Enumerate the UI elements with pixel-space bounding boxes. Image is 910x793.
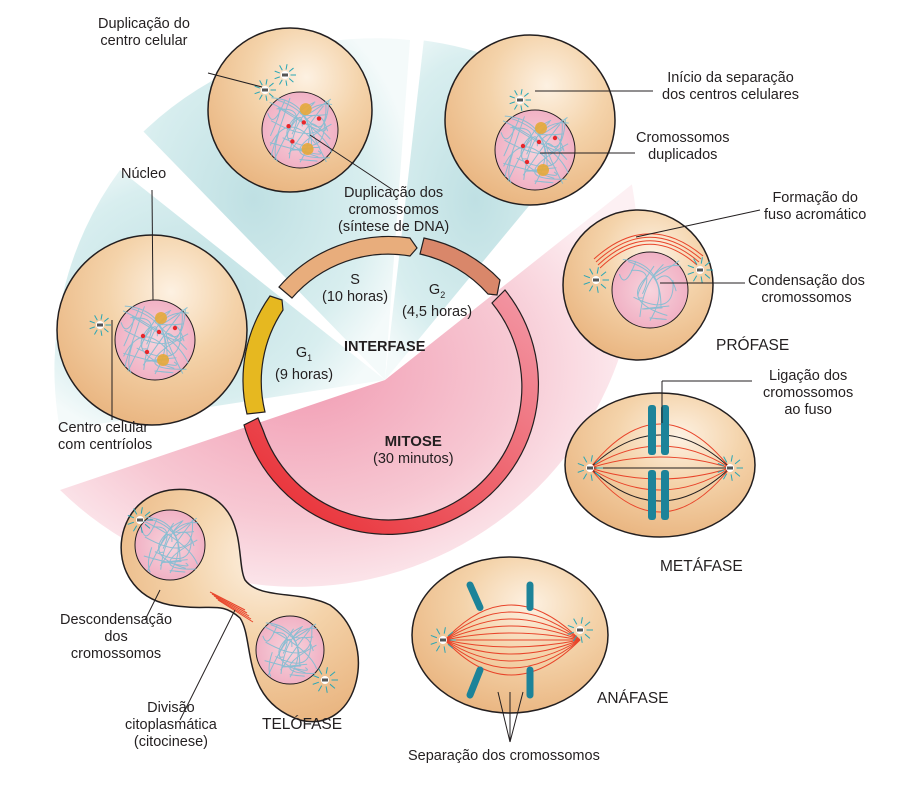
prophase-label: PRÓFASE: [716, 337, 790, 354]
cycle-arc-mitosis: [243, 289, 539, 535]
mitosis-title: MITOSE: [384, 433, 442, 450]
phase-s-duration: (10 horas): [322, 289, 389, 305]
annotation-nucleus: Núcleo: [121, 166, 167, 182]
cell-prophase: [562, 209, 714, 361]
phase-g2-duration: (4,5 horas): [402, 303, 473, 320]
phase-g1-duration: (9 horas): [275, 366, 334, 383]
cell-anaphase: [411, 556, 609, 714]
cell-metaphase: [564, 392, 756, 538]
metaphase-label: METÁFASE: [660, 558, 743, 575]
cell-g1: [56, 234, 248, 426]
phase-g1-sub: 1: [307, 352, 313, 363]
cell-telophase: [120, 488, 360, 723]
sector-separators: [40, 30, 640, 452]
phase-g2-sub: 2: [440, 289, 446, 300]
mitosis-label: MITOSE(30 minutos): [373, 433, 454, 468]
interphase-title: INTERFASE: [344, 339, 426, 355]
phase-g1-name: G: [295, 345, 308, 361]
mitosis-duration: (30 minutos): [373, 451, 454, 467]
cycle-ring: [242, 235, 539, 535]
phase-g2-name: G: [428, 282, 441, 298]
cycle-arc-s: [278, 235, 418, 299]
cycle-arc-g1: [242, 295, 284, 415]
annotation-chromosome-separation: Separação dos cromossomos: [408, 748, 600, 764]
cycle-arc-g2: [419, 237, 501, 296]
cell-s: [207, 27, 373, 193]
telophase-label: TELÓFASE: [262, 716, 343, 733]
phase-g2-label: G2 (4,5 horas): [402, 282, 472, 321]
cell-g2: [444, 34, 616, 206]
leader-lines: [111, 72, 761, 743]
phase-g1-label: G1 (9 horas): [275, 345, 333, 384]
anaphase-label: ANÁFASE: [597, 690, 669, 707]
phase-s-name: S: [350, 272, 360, 288]
phase-s-label: S(10 horas): [322, 272, 388, 306]
